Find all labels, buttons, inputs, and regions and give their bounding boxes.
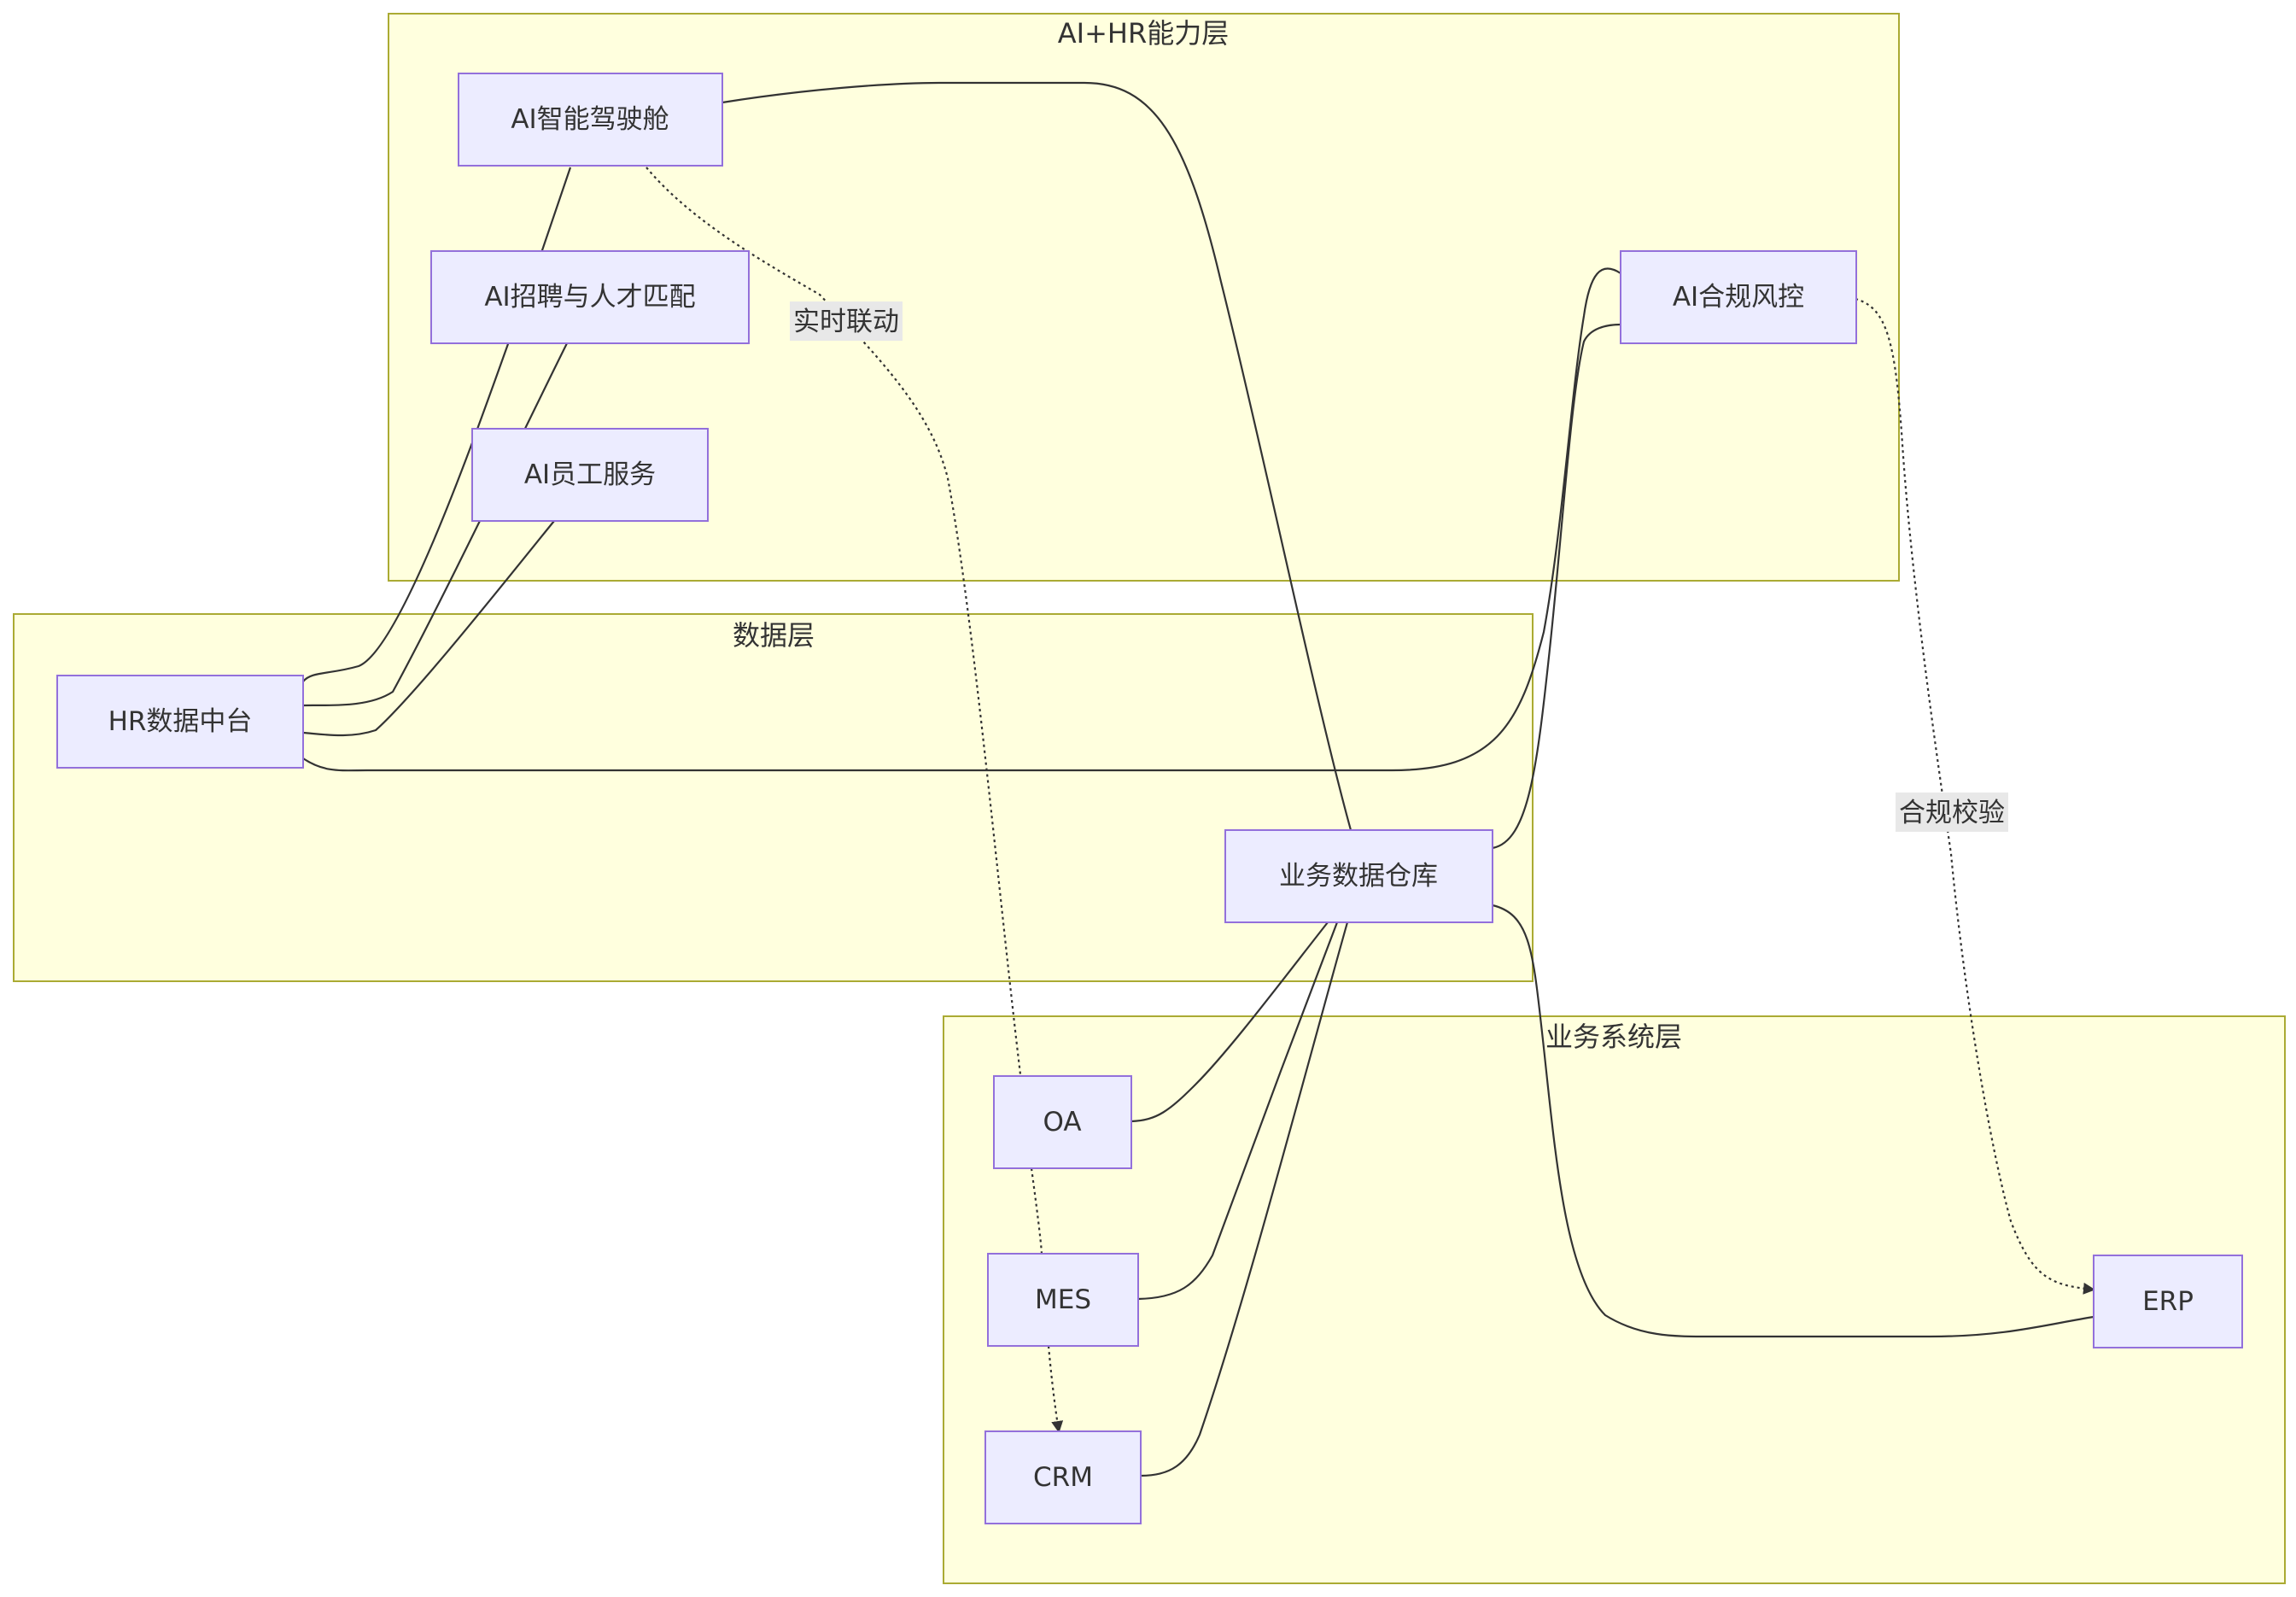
edge-label-realtime: 实时联动: [790, 301, 903, 341]
cluster-data-layer-label: 数据层: [733, 619, 815, 652]
cluster-business-layer: 业务系统层: [943, 1015, 2286, 1584]
node-ai-cockpit-label: AI智能驾驶舱: [511, 104, 669, 135]
node-ai-compliance-label: AI合规风控: [1673, 282, 1804, 313]
edge-cockpit-to-warehouse: [722, 81, 1352, 831]
node-erp[interactable]: ERP: [2093, 1255, 2243, 1348]
node-crm[interactable]: CRM: [984, 1430, 1142, 1524]
cluster-business-layer-label: 业务系统层: [1545, 1021, 1682, 1053]
node-oa[interactable]: OA: [993, 1075, 1132, 1169]
edge-warehouse-to-mes: [1137, 921, 1339, 1301]
node-ai-service[interactable]: AI员工服务: [471, 428, 709, 522]
edge-warehouse-to-erp: [1492, 904, 2094, 1338]
edge-oa-to-crm: [1030, 1167, 1059, 1431]
edge-hr-data-to-compliance: [302, 267, 1621, 772]
edge-service-to-hr-data: [302, 520, 555, 737]
node-mes[interactable]: MES: [987, 1253, 1139, 1347]
node-business-data-warehouse[interactable]: 业务数据仓库: [1224, 829, 1493, 923]
edge-cockpit-to-hr-data: [302, 167, 572, 682]
edge-compliance-to-erp: [1855, 297, 2095, 1295]
edge-warehouse-to-oa: [1130, 921, 1329, 1123]
node-hr-data-platform-label: HR数据中台: [108, 706, 253, 737]
edge-label-compliance-check: 合规校验: [1896, 793, 2008, 832]
node-ai-service-label: AI员工服务: [524, 459, 656, 490]
cluster-data-layer: 数据层: [13, 613, 1534, 982]
node-ai-recruit-label: AI招聘与人才匹配: [484, 282, 695, 313]
node-oa-label: OA: [1043, 1107, 1081, 1138]
edge-warehouse-to-crm: [1140, 921, 1349, 1477]
node-mes-label: MES: [1035, 1284, 1091, 1315]
edge-cockpit-to-oa-realtime: [646, 167, 1022, 1075]
node-ai-compliance[interactable]: AI合规风控: [1620, 250, 1857, 344]
node-ai-recruit[interactable]: AI招聘与人才匹配: [430, 250, 750, 344]
edge-warehouse-to-compliance: [1492, 323, 1621, 850]
edge-recruit-to-hr-data: [302, 341, 569, 707]
cluster-ai-hr-layer-label: AI+HR能力层: [1058, 17, 1229, 50]
edge-label-realtime-text: 实时联动: [793, 307, 899, 337]
node-crm-label: CRM: [1033, 1462, 1093, 1493]
node-ai-cockpit[interactable]: AI智能驾驶舱: [458, 73, 723, 167]
edge-label-compliance-check-text: 合规校验: [1899, 798, 2005, 828]
node-erp-label: ERP: [2142, 1286, 2194, 1317]
node-hr-data-platform[interactable]: HR数据中台: [56, 675, 304, 769]
node-business-data-warehouse-label: 业务数据仓库: [1279, 861, 1438, 892]
